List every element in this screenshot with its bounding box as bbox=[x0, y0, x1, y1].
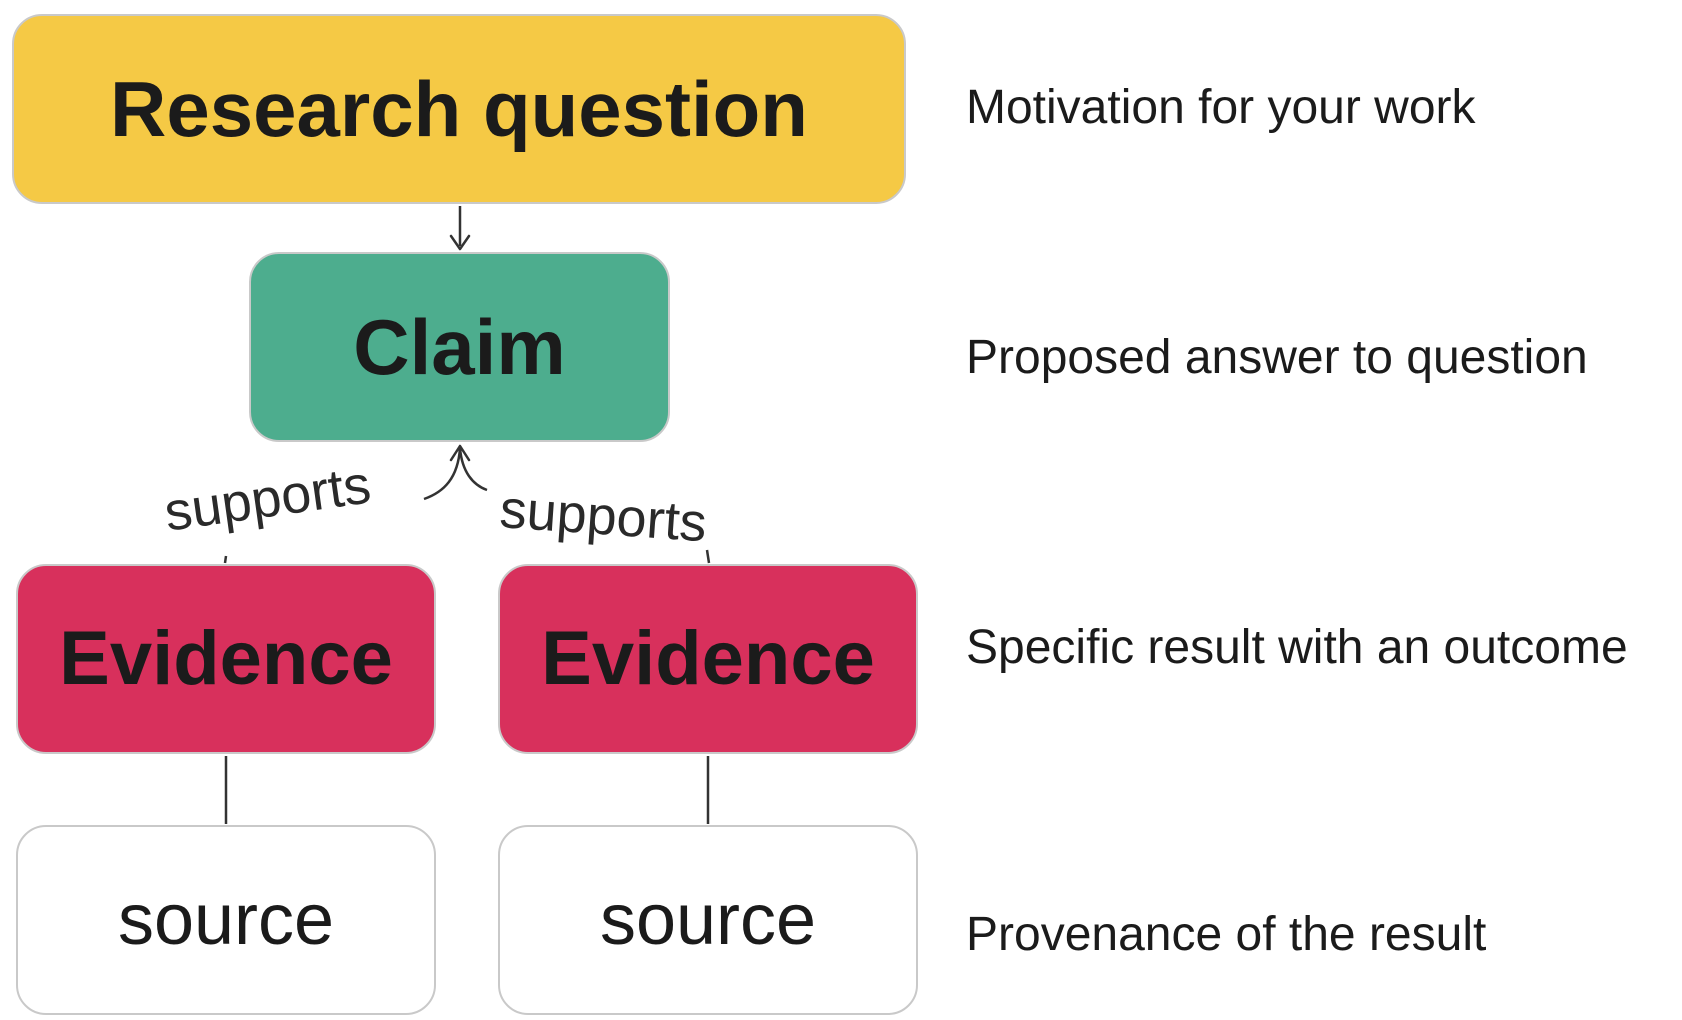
annotation-source: Provenance of the result bbox=[966, 908, 1487, 961]
arrowhead-question-to-claim bbox=[449, 234, 471, 251]
node-source-right: source bbox=[498, 825, 918, 1015]
node-evidence-right-label: Evidence bbox=[541, 616, 875, 701]
node-evidence-left: Evidence bbox=[16, 564, 436, 754]
node-claim-label: Claim bbox=[353, 303, 566, 391]
node-source-left: source bbox=[16, 825, 436, 1015]
annotation-evidence: Specific result with an outcome bbox=[966, 621, 1628, 674]
edge-label-supports-right: supports bbox=[497, 479, 709, 554]
arrowhead-into-claim bbox=[449, 444, 471, 462]
node-research-question: Research question bbox=[12, 14, 906, 204]
node-source-left-label: source bbox=[117, 880, 335, 960]
edge-evidence-right-stub bbox=[705, 549, 711, 564]
edge-evidence-left-stub bbox=[223, 555, 228, 564]
annotation-research-question: Motivation for your work bbox=[966, 81, 1476, 134]
node-evidence-left-label: Evidence bbox=[59, 616, 393, 701]
edge-evidence-right-to-claim bbox=[458, 447, 488, 492]
node-evidence-right: Evidence bbox=[498, 564, 918, 754]
annotation-claim: Proposed answer to question bbox=[966, 331, 1588, 384]
edge-label-supports-left: supports bbox=[160, 454, 375, 543]
node-source-right-label: source bbox=[599, 880, 817, 960]
node-research-question-label: Research question bbox=[110, 65, 808, 153]
edge-evidence-left-to-claim bbox=[423, 447, 462, 501]
node-claim: Claim bbox=[249, 252, 670, 442]
